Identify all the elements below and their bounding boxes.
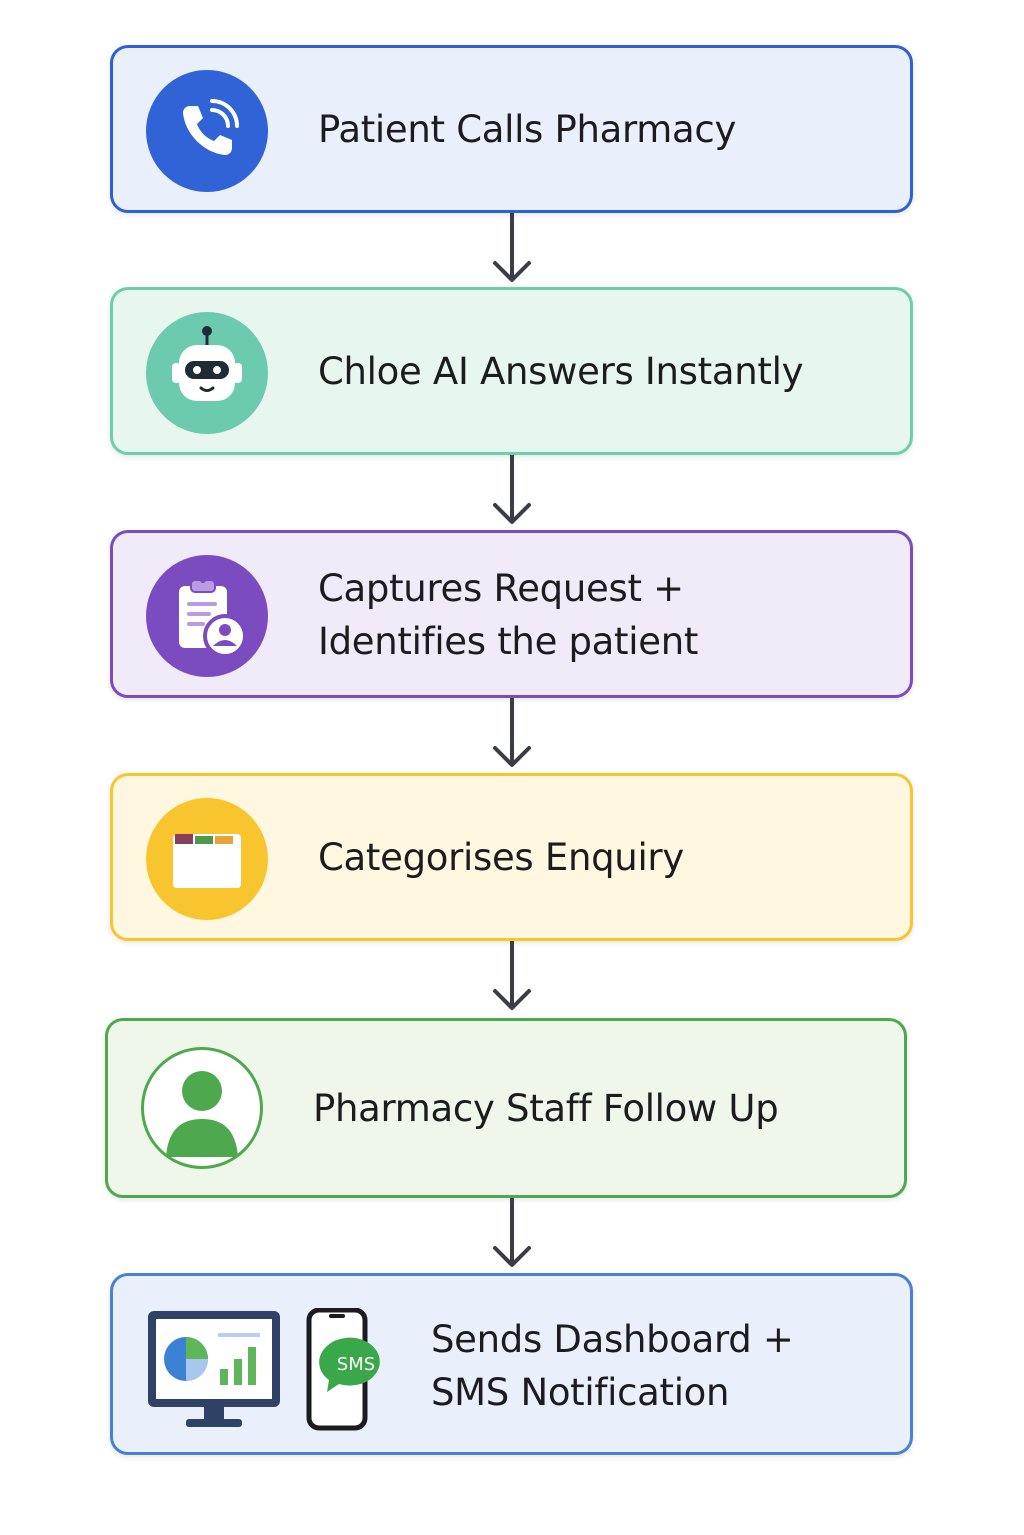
clipboard-user-icon: [146, 555, 268, 677]
sms-badge-label: SMS: [337, 1354, 375, 1375]
step-label: Pharmacy Staff Follow Up: [313, 1087, 779, 1130]
step-captures-request: Captures Request + Identifies the patien…: [110, 530, 913, 698]
arrow-down-icon: [493, 455, 531, 524]
step-staff-follow-up: Pharmacy Staff Follow Up: [105, 1018, 907, 1198]
step-chloe-ai: Chloe AI Answers Instantly: [110, 287, 913, 455]
phone-icon: [146, 70, 268, 192]
folder-icon: [146, 798, 268, 920]
step-label-line1: Sends Dashboard +: [431, 1318, 794, 1361]
robot-icon: [146, 312, 268, 434]
dashboard-monitor-icon: [148, 1311, 280, 1427]
step-label-line1: Captures Request +: [318, 567, 684, 610]
staff-person-icon: [141, 1047, 263, 1169]
step-label: Categorises Enquiry: [318, 836, 684, 879]
step-label-line2: SMS Notification: [431, 1371, 730, 1414]
arrow-down-icon: [493, 941, 531, 1010]
arrow-down-icon: [493, 1198, 531, 1267]
sms-phone-icon: SMS: [306, 1308, 380, 1431]
step-patient-calls: Patient Calls Pharmacy: [110, 45, 913, 213]
step-label: Patient Calls Pharmacy: [318, 108, 737, 151]
arrow-down-icon: [493, 213, 531, 282]
step-label-line2: Identifies the patient: [318, 620, 699, 663]
step-sends-notification: SMS Sends Dashboard + SMS Notification: [110, 1273, 913, 1455]
arrow-down-icon: [493, 698, 531, 767]
step-categorises-enquiry: Categorises Enquiry: [110, 773, 913, 941]
step-label: Chloe AI Answers Instantly: [318, 350, 804, 393]
